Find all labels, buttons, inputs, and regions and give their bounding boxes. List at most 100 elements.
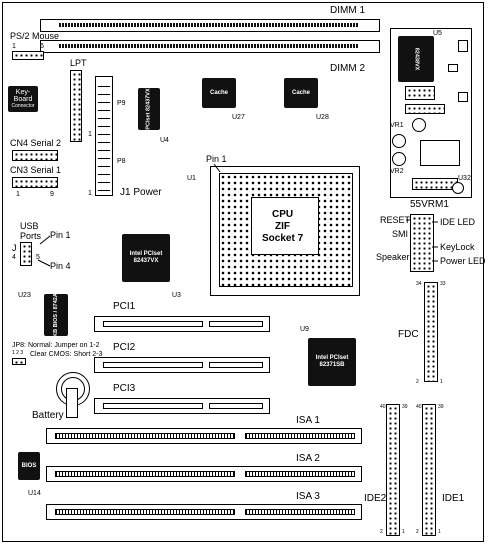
ps2-pin6-label: 6	[40, 43, 44, 50]
ide1-pin1-label: 1	[438, 529, 441, 535]
keylock-label: KeyLock	[440, 242, 475, 252]
vr2-regulator	[420, 140, 460, 166]
u9-label: U9	[300, 326, 309, 333]
j1-power-label: J1 Power	[120, 187, 162, 198]
cpu-socket	[210, 166, 360, 296]
vrm-header-top	[405, 86, 435, 100]
vrm-label: 55VRM1	[410, 199, 449, 210]
ide1-pin2-label: 2	[416, 529, 419, 535]
cn3-label: CN3 Serial 1	[10, 165, 62, 175]
ide1-pin39-label: 39	[438, 404, 444, 410]
fdc-pin1-label: 1	[440, 379, 443, 385]
vrm-header-2	[405, 104, 445, 114]
usb-j-label: J	[12, 243, 17, 253]
pci1-slot	[94, 316, 270, 332]
cpu-label-2: ZIF	[275, 221, 290, 232]
ide2-header	[386, 404, 400, 536]
ide2-pin40-label: 40	[380, 404, 386, 410]
j1-pin1-a-label: 1	[88, 131, 92, 138]
p9-label: P9	[117, 100, 126, 107]
cpu-label-3: Socket 7	[262, 233, 304, 244]
vr1-capacitor-b	[392, 134, 406, 148]
vr1-capacitor-a	[412, 118, 426, 132]
dimm1-slot	[40, 19, 380, 32]
isa1-label: ISA 1	[296, 415, 320, 426]
ports-label: Ports	[20, 231, 42, 241]
battery-clip	[66, 388, 78, 418]
vrm-jumper-small-3	[458, 92, 468, 102]
serial-pin9-label: 9	[50, 191, 54, 198]
u27-label: U27	[232, 114, 245, 121]
ide2-pin2-label: 2	[380, 529, 383, 535]
vr1-label: VR1	[390, 122, 404, 129]
cn4-header	[12, 150, 58, 161]
usb-pin1-label: Pin 1	[50, 230, 71, 240]
lpt-header	[70, 70, 82, 142]
usb-header	[20, 242, 32, 266]
motherboard-outline	[2, 2, 484, 542]
usb-4-label: 4	[12, 254, 16, 261]
ps2-mouse-header	[12, 51, 44, 60]
reset-label: RESET	[380, 215, 411, 225]
u4-chip: PCIset 82437VX	[138, 88, 160, 130]
dimm1-label: DIMM 1	[330, 5, 365, 16]
keyboard-connector: Key-Board Connector	[8, 86, 38, 112]
ide1-header	[422, 404, 436, 536]
u23-label: U23	[18, 292, 31, 299]
pci3-label: PCI3	[113, 383, 136, 394]
vr2-label: VR2	[390, 168, 404, 175]
isa1-slot	[46, 428, 362, 444]
vr1-capacitor-c	[392, 152, 406, 166]
jp8-clear-label: Clear CMOS: Short 2-3	[30, 351, 103, 358]
u5-chip: 82438VX	[398, 36, 434, 82]
front-panel-header	[410, 214, 434, 272]
lpt-label: LPT	[70, 58, 87, 68]
ps2-mouse-label: PS/2 Mouse	[10, 31, 60, 41]
fdc-pin33-label: 33	[440, 281, 446, 287]
u5-label: U5	[433, 30, 442, 37]
pci1-label: PCI1	[113, 301, 136, 312]
usb-pin4-label: Pin 4	[50, 261, 71, 271]
isa3-label: ISA 3	[296, 491, 320, 502]
u4-label: U4	[160, 137, 169, 144]
kb-bios-chip: KB BIOS / 8742A	[44, 293, 68, 337]
u32-component	[452, 182, 464, 194]
bios-chip: BIOS	[18, 452, 40, 480]
dimm2-label: DIMM 2	[330, 63, 365, 74]
u3-label: U3	[172, 292, 181, 299]
serial-pin1-label: 1	[16, 191, 20, 198]
jp8-pins-label: 1 2 3	[12, 350, 24, 356]
fdc-pin2-label: 2	[416, 379, 419, 385]
keyboard-sub-label: Connector	[11, 102, 35, 109]
battery-label: Battery	[32, 410, 64, 421]
ps2-pin1-label: 1	[12, 43, 16, 50]
usb-5-label: 5	[36, 254, 40, 261]
ide1-label: IDE1	[442, 493, 465, 504]
cache-chip-u27: Cache	[202, 78, 236, 108]
dimm2-slot	[40, 40, 380, 53]
fdc-header	[424, 282, 438, 382]
vrm-jumper-small-1	[458, 40, 468, 52]
vrm-jumper-small-2	[448, 64, 458, 72]
u14-label: U14	[28, 490, 41, 497]
jp8-jumper	[12, 358, 26, 365]
speaker-label: Speaker	[376, 252, 410, 262]
vrm-header-bottom	[412, 178, 458, 190]
ide2-label: IDE2	[364, 493, 387, 504]
cn3-header	[12, 177, 58, 188]
pci3-slot	[94, 398, 270, 414]
p8-label: P8	[117, 158, 126, 165]
keyboard-label: Key-Board	[13, 88, 33, 104]
pci2-slot	[94, 357, 270, 373]
ide1-pin40-label: 40	[416, 404, 422, 410]
cpu-pin1-label: Pin 1	[206, 154, 227, 164]
intel-82371sb-chip: Intel PCIset 82371SB	[308, 338, 356, 386]
u32-label: U32	[458, 175, 471, 182]
intel-82437vx-chip: Intel PCIset 82437VX	[122, 234, 170, 282]
cn4-label: CN4 Serial 2	[10, 138, 62, 148]
cache-chip-u28: Cache	[284, 78, 318, 108]
cpu-label-1: CPU	[272, 209, 294, 220]
fdc-label: FDC	[398, 329, 419, 340]
usb-label: USB	[20, 221, 39, 231]
power-led-label: Power LED	[440, 256, 486, 266]
